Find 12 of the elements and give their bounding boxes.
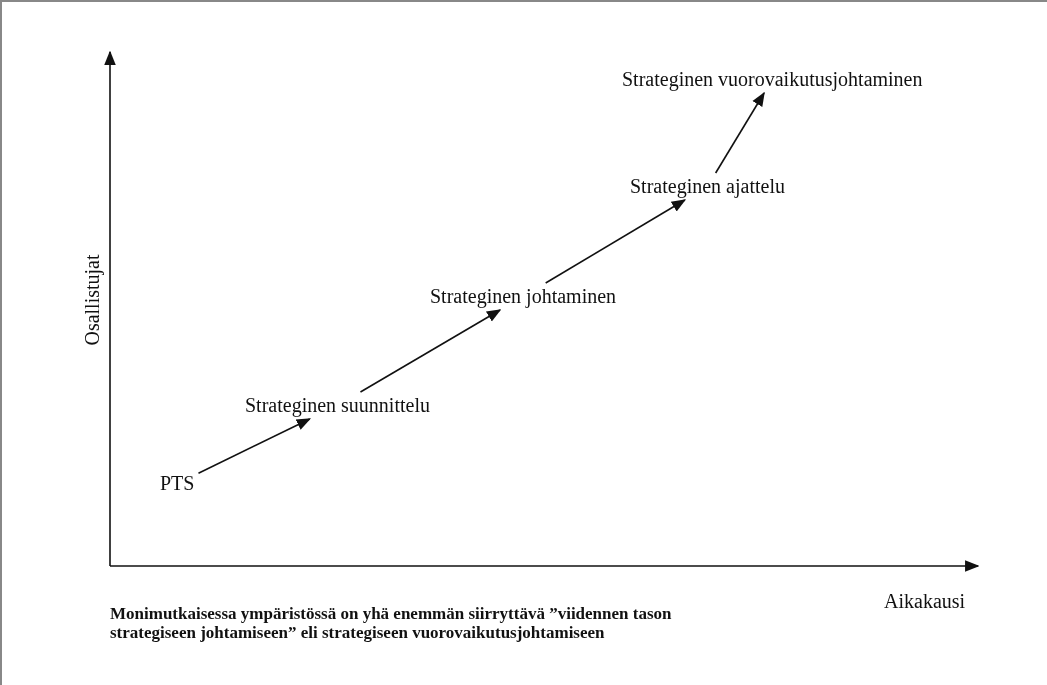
stage-label: Strateginen suunnittelu — [241, 392, 434, 419]
arrow — [714, 91, 765, 174]
arrow — [197, 418, 312, 474]
arrow — [544, 199, 687, 284]
caption: Monimutkaisessa ympäristössä on yhä enemmän siirryttävä ”viidennen tason strategiseen johtamiseen” eli strategiseen vuorovaikutusjohtamiseen — [110, 604, 673, 642]
stage-label: Strateginen vuorovaikutusjohtaminen — [618, 66, 927, 93]
x-axis-label: Aikakausi — [884, 590, 966, 613]
stage-label: PTS — [156, 470, 199, 497]
y-axis-label: Osallistujat — [80, 254, 104, 346]
arrow — [359, 309, 502, 393]
stage-label: Strateginen johtaminen — [426, 283, 621, 310]
stage-label: Strateginen ajattelu — [626, 173, 789, 200]
